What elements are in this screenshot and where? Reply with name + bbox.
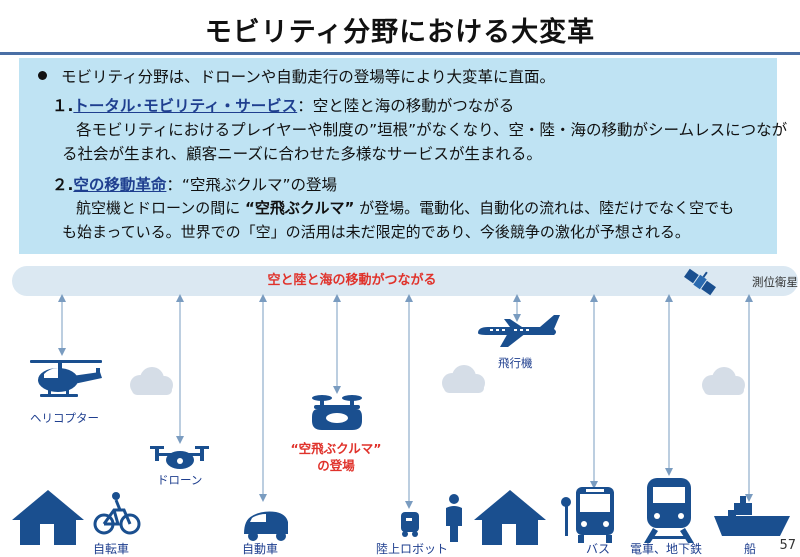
flying-car-label-line2: の登場 [317, 458, 355, 473]
bicycle-icon [93, 492, 141, 535]
train-label: 電車、地下鉄 [630, 542, 703, 556]
section1-body-line1: 各モビリティにおけるプレイヤーや制度の”垣根”がなくなり、空・陸・海の移動がシー… [76, 121, 788, 139]
intro-line: モビリティ分野は、ドローンや自動走行の登場等により大変革に直面。 [38, 67, 555, 87]
satellite-label: 測位衛星 [752, 275, 798, 289]
bullet-icon [38, 71, 47, 80]
bus-label: バス [586, 542, 611, 556]
drone-icon [150, 446, 209, 469]
section1-number: １. [52, 97, 74, 115]
person-icon [446, 494, 462, 542]
flying-car-label: “空飛ぶクルマ” の登場 [280, 440, 392, 474]
satellite-icon [684, 268, 716, 296]
page-title: モビリティ分野における大変革 [204, 17, 596, 48]
summary-box [19, 58, 777, 254]
section1-heading: １.トータル･モビリティ・サービス：空と陸と海の移動がつながる [52, 96, 514, 116]
helicopter-icon [30, 360, 102, 397]
section2-subtitle: ：“空飛ぶクルマ”の登場 [166, 176, 338, 194]
cloud-icons [130, 365, 745, 395]
connection-band: 空と陸と海の移動がつながる [12, 266, 798, 296]
section2-body-line1: 航空機とドローンの間に “空飛ぶクルマ” が登場。電動化、自動化の流れは、陸だけ… [76, 198, 734, 218]
ship-icon [714, 496, 790, 536]
house-icon [12, 490, 84, 545]
flying-car-icon [312, 395, 362, 430]
page-number: 57 [779, 538, 796, 553]
drone-label: ドローン [157, 473, 203, 487]
bus-stop-icon [561, 497, 571, 536]
bicycle-label: 自転車 [93, 542, 130, 556]
airplane-label: 飛行機 [498, 356, 533, 370]
bus-icon [576, 487, 614, 543]
section2-number: ２. [52, 176, 74, 194]
ship-label: 船 [744, 542, 757, 556]
section2-title: 空の移動革命 [73, 176, 167, 194]
section1-title: トータル･モビリティ・サービス [73, 97, 298, 115]
section2-body-line2: も始まっている。世界での「空」の活用は未だ限定的であり、今後競争の激化が予想され… [62, 223, 690, 241]
airplane-icon [478, 315, 560, 347]
helicopter-label: ヘリコプター [30, 411, 99, 425]
section2-body-pre: 航空機とドローンの間に [76, 199, 241, 217]
train-icon [644, 478, 694, 543]
section2-body-bold: “空飛ぶクルマ” [245, 199, 355, 217]
connector-arrows [58, 294, 753, 509]
car-label: 自動車 [242, 542, 279, 556]
section2-heading: ２.空の移動革命：“空飛ぶクルマ”の登場 [52, 175, 337, 195]
section1-body-line2: る社会が生まれ、顧客ニーズに合わせた多様なサービスが生まれる。 [62, 145, 542, 163]
car-icon [244, 511, 288, 541]
section1-subtitle: ：空と陸と海の移動がつながる [297, 97, 515, 115]
house-icon-2 [474, 490, 546, 545]
robot-icon [401, 512, 419, 537]
banner-text: 空と陸と海の移動がつながる [267, 273, 437, 288]
robot-label: 陸上ロボット [376, 542, 449, 556]
section2-body-post: が登場。電動化、自動化の流れは、陸だけでなく空でも [359, 199, 735, 217]
intro-text: モビリティ分野は、ドローンや自動走行の登場等により大変革に直面。 [61, 68, 555, 86]
flying-car-label-line1: “空飛ぶクルマ” [290, 441, 382, 456]
title-divider [0, 52, 800, 55]
